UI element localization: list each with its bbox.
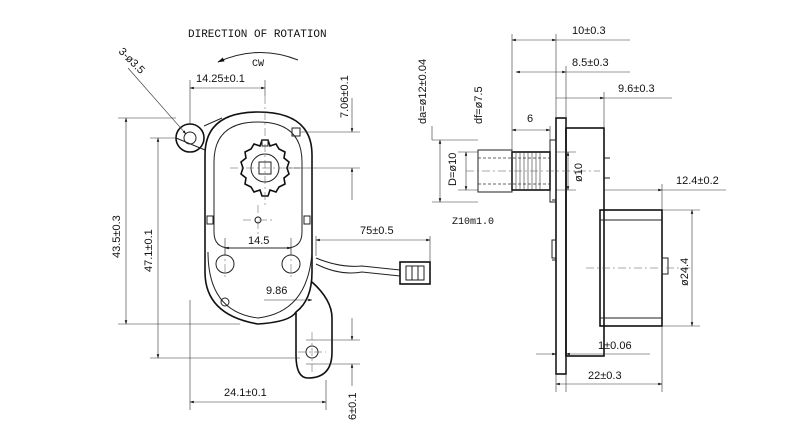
front-dimensions: 14.25±0.1 3-ø3.5 14.25±0.1 7.06±0.1 43.5… bbox=[111, 46, 431, 420]
dim-d: D=ø10 bbox=[447, 153, 459, 186]
drawing-title: DIRECTION OF ROTATION bbox=[188, 29, 327, 41]
dim-lead-length: 75±0.5 bbox=[360, 225, 394, 237]
housing-outline bbox=[204, 111, 333, 379]
dim-d-right: ø10 bbox=[573, 163, 585, 182]
gearbox-body bbox=[565, 127, 605, 357]
front-view bbox=[175, 96, 431, 379]
connector bbox=[399, 261, 431, 285]
lead-wires bbox=[315, 257, 401, 271]
dim-gear-width: 6 bbox=[527, 113, 533, 125]
side-view bbox=[466, 117, 690, 375]
dim-df: df=ø7.5 bbox=[473, 86, 485, 124]
dim-body-height: 47.1±0.1 bbox=[143, 229, 155, 272]
rotation-arrow bbox=[217, 52, 299, 63]
dim-overall-height: 43.5±0.3 bbox=[111, 215, 123, 258]
dim-shaft-mid: 8.5±0.3 bbox=[572, 57, 609, 69]
dim-hole-offset: 7.06±0.1 bbox=[339, 75, 351, 118]
dim-boss-spacing: 14.5 bbox=[248, 235, 269, 247]
mounting-plate bbox=[555, 117, 567, 375]
dim-boss-offset: 9.86 bbox=[266, 285, 287, 297]
dim-body-width: 24.1±0.1 bbox=[224, 387, 267, 399]
gear-spec: Z10m1.0 bbox=[452, 217, 494, 228]
dim-shaft-total: 10±0.3 bbox=[572, 25, 606, 37]
dim-shaft-short: 9.6±0.3 bbox=[618, 83, 655, 95]
dim-motor-offset: 12.4±0.2 bbox=[676, 175, 719, 187]
dim-da: da=ø12±0.04 bbox=[417, 59, 429, 124]
dim-hole-spacing: 14.25±0.1 bbox=[196, 73, 245, 85]
dim-tab-height: 6±0.1 bbox=[347, 393, 359, 420]
dim-motor-dia: ø24.4 bbox=[679, 258, 691, 286]
side-dimensions: da=ø12±0.04 df=ø7.5 D=ø10 ø10 6 10±0.3 8… bbox=[417, 25, 726, 392]
lower-housing bbox=[207, 251, 313, 319]
dim-plate: 1±0.06 bbox=[598, 340, 632, 352]
gearbox-inner-outline bbox=[213, 121, 303, 249]
dim-overall-depth: 22±0.3 bbox=[588, 370, 622, 382]
rotation-label: CW bbox=[252, 59, 264, 70]
